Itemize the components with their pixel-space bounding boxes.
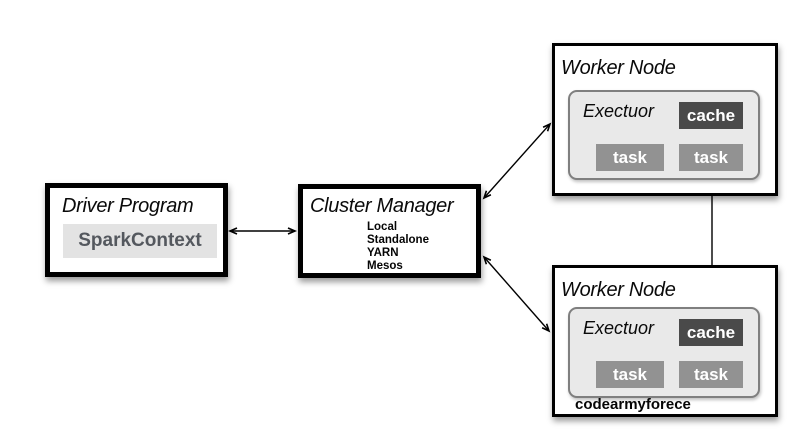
cluster-mode-standalone: Standalone — [367, 234, 429, 246]
executor-top-box: Exectuor cache task task — [568, 90, 760, 180]
cache-chip-bottom: cache — [679, 319, 743, 346]
spark-context-chip: SparkContext — [63, 224, 217, 258]
executor-bottom-label: Exectuor — [583, 318, 655, 338]
cluster-mode-local: Local — [367, 221, 398, 233]
worker-node-bottom-box: Worker Node Exectuor cache task task cod… — [552, 265, 778, 417]
watermark-caption: codearmyforece — [575, 396, 691, 413]
task-chip-bottom-left: task — [596, 361, 664, 388]
cluster-manager-mode-list: Local Standalone YARN Mesos — [367, 221, 429, 273]
cluster-manager-title: Cluster Manager — [310, 195, 454, 217]
driver-program-title: Driver Program — [62, 195, 194, 217]
driver-program-box: Driver Program SparkContext — [45, 183, 228, 277]
worker-node-top-box: Worker Node Exectuor cache task task — [552, 43, 778, 196]
worker-node-bottom-title: Worker Node — [561, 279, 676, 301]
cluster-mode-yarn: YARN — [367, 247, 399, 259]
cache-chip-top: cache — [679, 102, 743, 129]
executor-top-label: Exectuor — [583, 101, 655, 121]
arrow-cluster-manager-to-worker-bottom — [484, 257, 549, 331]
cluster-manager-box: Cluster Manager Local Standalone YARN Me… — [298, 184, 481, 278]
task-chip-top-right: task — [679, 144, 743, 171]
task-chip-bottom-right: task — [679, 361, 743, 388]
executor-bottom-box: Exectuor cache task task — [568, 307, 760, 398]
cluster-mode-mesos: Mesos — [367, 260, 403, 272]
worker-node-top-title: Worker Node — [561, 57, 676, 79]
task-chip-top-left: task — [596, 144, 664, 171]
arrow-cluster-manager-to-worker-top — [484, 124, 550, 198]
